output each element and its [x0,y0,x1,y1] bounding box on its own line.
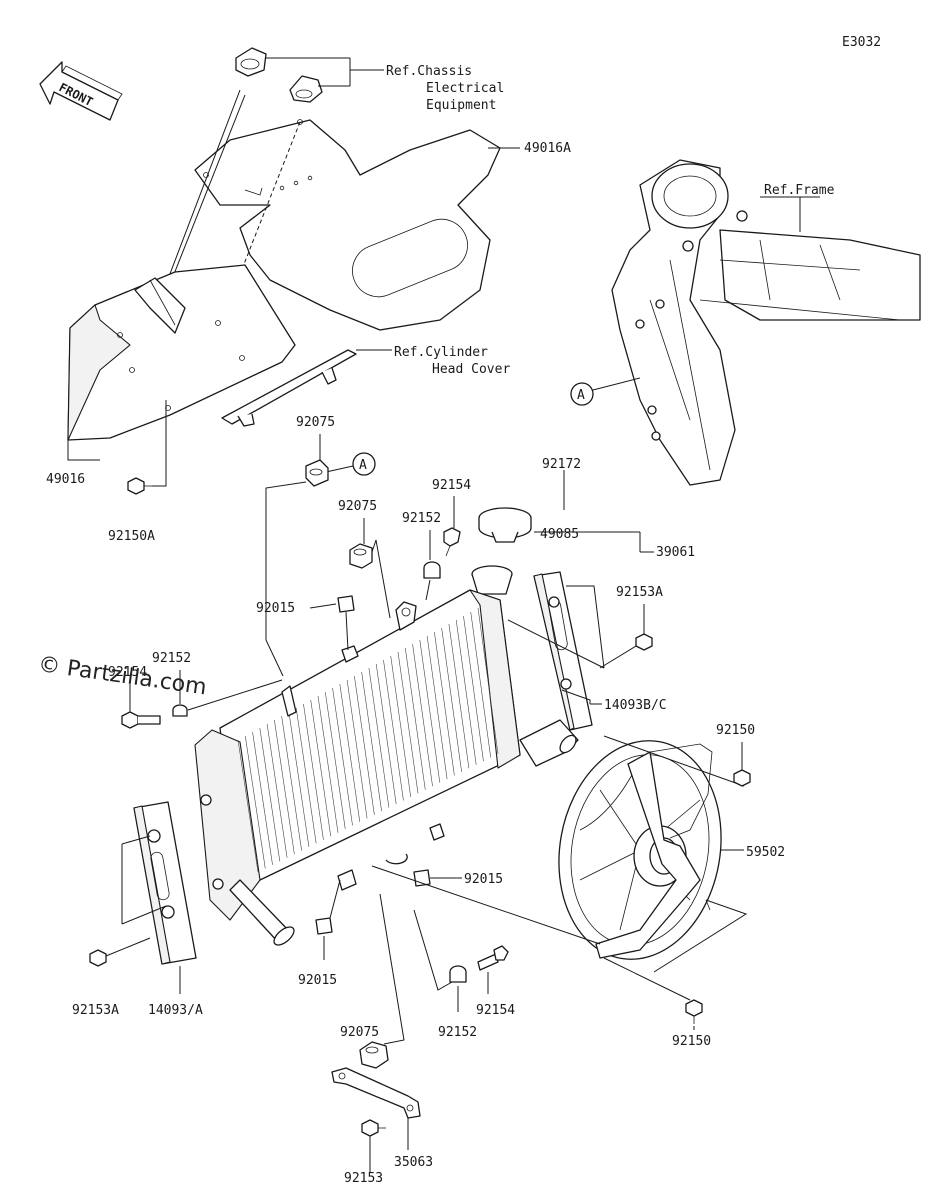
label-92154-b: 92154 [108,665,147,680]
label-49016: 49016 [46,472,85,487]
grommet-92075-mid-icon [349,543,373,569]
radiator-core [194,589,579,946]
label-35063: 35063 [394,1155,433,1170]
label-92153A-b: 92153A [72,1003,119,1018]
chassis-connector-icon [235,47,323,103]
collar-92152-bottom-icon [449,965,467,983]
grommet-92075-bottom-icon [359,1041,389,1069]
label-ref-chassis-2: Electrical [426,81,504,96]
diagram-code: E3032 [842,35,881,50]
label-ref-chassis-1: Ref.Chassis [386,64,472,79]
label-92154-c: 92154 [476,1003,515,1018]
callout-a-frame [570,382,594,406]
label-92015-c: 92015 [298,973,337,988]
label-92150-a: 92150 [716,723,755,738]
radiator-cap-49085-icon [478,507,532,543]
fan-assembly-59502 [558,740,722,960]
label-14093A: 14093/A [148,1003,203,1018]
label-ref-chassis-3: Equipment [426,98,496,113]
label-92153: 92153 [344,1171,383,1186]
bracket-35063 [331,1067,421,1119]
bracket-14093A [133,801,197,965]
label-92152-b: 92152 [152,651,191,666]
bolt-92154-top-icon [443,527,461,557]
bolt-92154-left-icon [121,711,161,729]
label-92015-a: 92015 [256,601,295,616]
label-ref-frame: Ref.Frame [764,183,835,198]
label-92152-a: 92152 [402,511,441,526]
label-92172: 92172 [542,457,581,472]
bolt-92153A-right-icon [635,633,653,651]
collar-92152-left-icon [172,704,188,717]
label-14093BC: 14093B/C [604,698,667,713]
clip-92015-bottom-icon [315,917,333,935]
label-92150A: 92150A [108,529,155,544]
callout-a-frame-label: A [577,388,585,403]
label-92075-a: 92075 [296,415,335,430]
label-ref-cylinder-2: Head Cover [432,362,510,377]
label-59502: 59502 [746,845,785,860]
callout-a-top-label: A [359,458,367,473]
label-92075-b: 92075 [338,499,377,514]
label-49016A: 49016A [524,141,571,156]
label-ref-cylinder-1: Ref.Cylinder [394,345,488,360]
label-49085: 49085 [540,527,579,542]
cylinder-head-cover-bracket [221,349,357,427]
bolt-92154-bottom-icon [477,945,509,971]
label-92075-c: 92075 [340,1025,379,1040]
collar-92152-top-icon [423,561,441,579]
label-92153A-a: 92153A [616,585,663,600]
bolt-92150A-icon [127,477,152,495]
bolt-92153A-left-icon [89,949,107,967]
radiator-shroud-49016 [67,264,296,441]
grommet-92075-top-icon [305,459,329,487]
label-92152-c: 92152 [438,1025,477,1040]
bolt-92153-icon [361,1119,386,1137]
filler-neck-icon [471,565,513,595]
label-92150-b: 92150 [672,1034,711,1049]
label-39061: 39061 [656,545,695,560]
frame-reference [611,159,921,486]
callout-a-top [352,452,376,476]
bracket-14093BC [533,571,593,731]
bolt-92150-upper-icon [733,769,751,787]
clip-92015-top-icon [337,595,355,613]
air-duct-plate-49016A [194,119,501,331]
label-92154-a: 92154 [432,478,471,493]
front-arrow-icon: FRONT [39,61,123,121]
label-92015-b: 92015 [464,872,503,887]
bolt-92150-lower-icon [685,999,703,1024]
